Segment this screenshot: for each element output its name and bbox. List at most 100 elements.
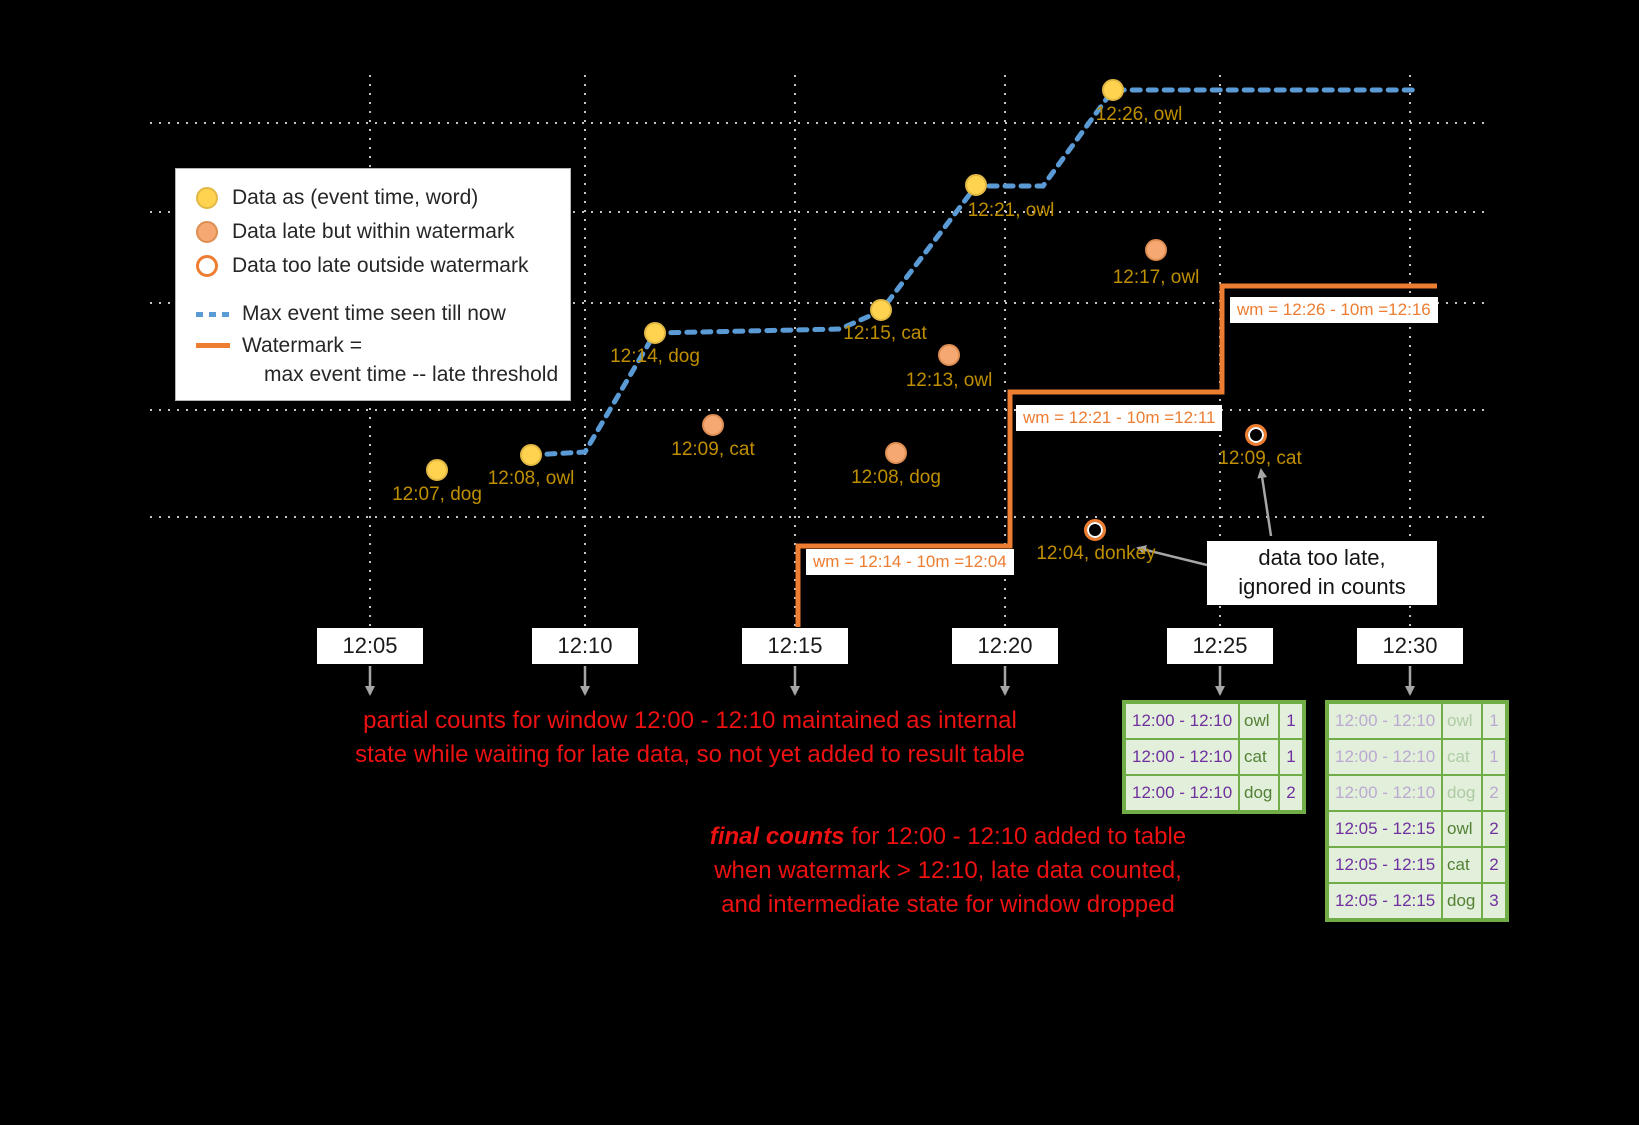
word-cell: dog	[1442, 883, 1482, 919]
legend-item-late: Data late but within watermark	[196, 215, 570, 249]
count-cell: 1	[1482, 739, 1506, 775]
legend-item-watermark: Watermark =	[196, 331, 570, 360]
legend-label: Max event time seen till now	[242, 302, 506, 325]
dashed-line-icon	[196, 311, 230, 317]
watermark-step-line	[795, 283, 1437, 627]
legend-item-too-late: Data too late outside watermark	[196, 249, 570, 283]
point-label: 12:26, owl	[1095, 104, 1183, 125]
data-point-too-late	[1245, 424, 1267, 446]
window-cell: 12:00 - 12:10	[1328, 775, 1442, 811]
count-cell: 1	[1482, 703, 1506, 739]
watermark-value-label: wm = 12:26 - 10m =12:16	[1230, 297, 1438, 323]
window-cell: 12:05 - 12:15	[1328, 883, 1442, 919]
count-cell: 3	[1482, 883, 1506, 919]
point-label: 12:15, cat	[843, 323, 927, 344]
data-point-on-time	[520, 444, 542, 466]
point-label: 12:13, owl	[905, 370, 993, 391]
window-cell: 12:00 - 12:10	[1125, 703, 1239, 739]
word-cell: cat	[1442, 847, 1482, 883]
partial-counts-line1: partial counts for window 12:00 - 12:10 …	[363, 707, 1017, 734]
legend-label: Watermark =	[242, 333, 362, 357]
final-counts-emphasis: final counts	[709, 823, 845, 850]
too-late-note-line1: data too late,	[1258, 545, 1386, 570]
word-cell: cat	[1239, 739, 1279, 775]
point-label: 12:04, donkey	[1036, 543, 1156, 564]
data-point-on-time	[965, 174, 987, 196]
too-late-note: data too late, ignored in counts	[1207, 541, 1437, 605]
data-point-on-time	[426, 459, 448, 481]
on-time-dot-icon	[196, 187, 218, 209]
data-point-too-late	[1084, 519, 1106, 541]
legend-label: Data too late outside watermark	[232, 254, 529, 277]
too-late-dot-icon	[196, 255, 218, 277]
word-cell: owl	[1442, 703, 1482, 739]
count-cell: 2	[1482, 811, 1506, 847]
final-counts-line1-rest: for 12:00 - 12:10 added to table	[844, 823, 1187, 850]
axis-tick-1225: 12:25	[1167, 628, 1273, 664]
note-arrow	[1136, 545, 1208, 567]
too-late-note-line2: ignored in counts	[1238, 574, 1406, 599]
axis-tick-1230: 12:30	[1357, 628, 1463, 664]
final-counts-note: final counts for 12:00 - 12:10 added to …	[698, 820, 1198, 922]
point-label: 12:09, cat	[1218, 448, 1302, 469]
window-cell: 12:00 - 12:10	[1328, 703, 1442, 739]
data-point-on-time	[1102, 79, 1124, 101]
data-point-on-time	[870, 299, 892, 321]
axis-tick-1220: 12:20	[952, 628, 1058, 664]
data-point-late	[885, 442, 907, 464]
window-cell: 12:00 - 12:10	[1125, 775, 1239, 811]
legend-spacer	[196, 283, 570, 297]
watermark-value-label: wm = 12:14 - 10m =12:04	[806, 549, 1014, 575]
late-dot-icon	[196, 221, 218, 243]
count-cell: 1	[1279, 739, 1303, 775]
partial-counts-note: partial counts for window 12:00 - 12:10 …	[340, 704, 1040, 772]
count-cell: 2	[1482, 847, 1506, 883]
legend-item-watermark-line2: max event time -- late threshold	[196, 360, 570, 389]
axis-tick-1205: 12:05	[317, 628, 423, 664]
data-point-on-time	[644, 322, 666, 344]
point-label: 12:08, dog	[851, 467, 941, 488]
count-cell: 1	[1279, 703, 1303, 739]
legend-item-on-time: Data as (event time, word)	[196, 181, 570, 215]
word-cell: dog	[1442, 775, 1482, 811]
data-point-late	[702, 414, 724, 436]
count-cell: 2	[1482, 775, 1506, 811]
data-point-late	[1145, 239, 1167, 261]
axis-tick-1210: 12:10	[532, 628, 638, 664]
window-cell: 12:00 - 12:10	[1328, 739, 1442, 775]
window-cell: 12:05 - 12:15	[1328, 811, 1442, 847]
count-cell: 2	[1279, 775, 1303, 811]
point-label: 12:17, owl	[1112, 267, 1200, 288]
point-label: 12:21, owl	[967, 200, 1055, 221]
partial-counts-line2: state while waiting for late data, so no…	[355, 741, 1025, 768]
final-counts-line3: and intermediate state for window droppe…	[721, 891, 1175, 918]
word-cell: cat	[1442, 739, 1482, 775]
solid-line-icon	[196, 343, 230, 348]
point-label: 12:08, owl	[487, 468, 575, 489]
legend-label: Data late but within watermark	[232, 220, 515, 243]
word-cell: owl	[1239, 703, 1279, 739]
window-cell: 12:05 - 12:15	[1328, 847, 1442, 883]
note-arrow	[1257, 468, 1273, 537]
point-label: 12:09, cat	[671, 439, 755, 460]
final-counts-line1: final counts for 12:00 - 12:10 added to …	[698, 820, 1198, 854]
word-cell: dog	[1239, 775, 1279, 811]
point-label: 12:14, dog	[610, 346, 700, 367]
final-counts-line2: when watermark > 12:10, late data counte…	[714, 857, 1182, 884]
legend: Data as (event time, word) Data late but…	[175, 168, 571, 401]
word-cell: owl	[1442, 811, 1482, 847]
